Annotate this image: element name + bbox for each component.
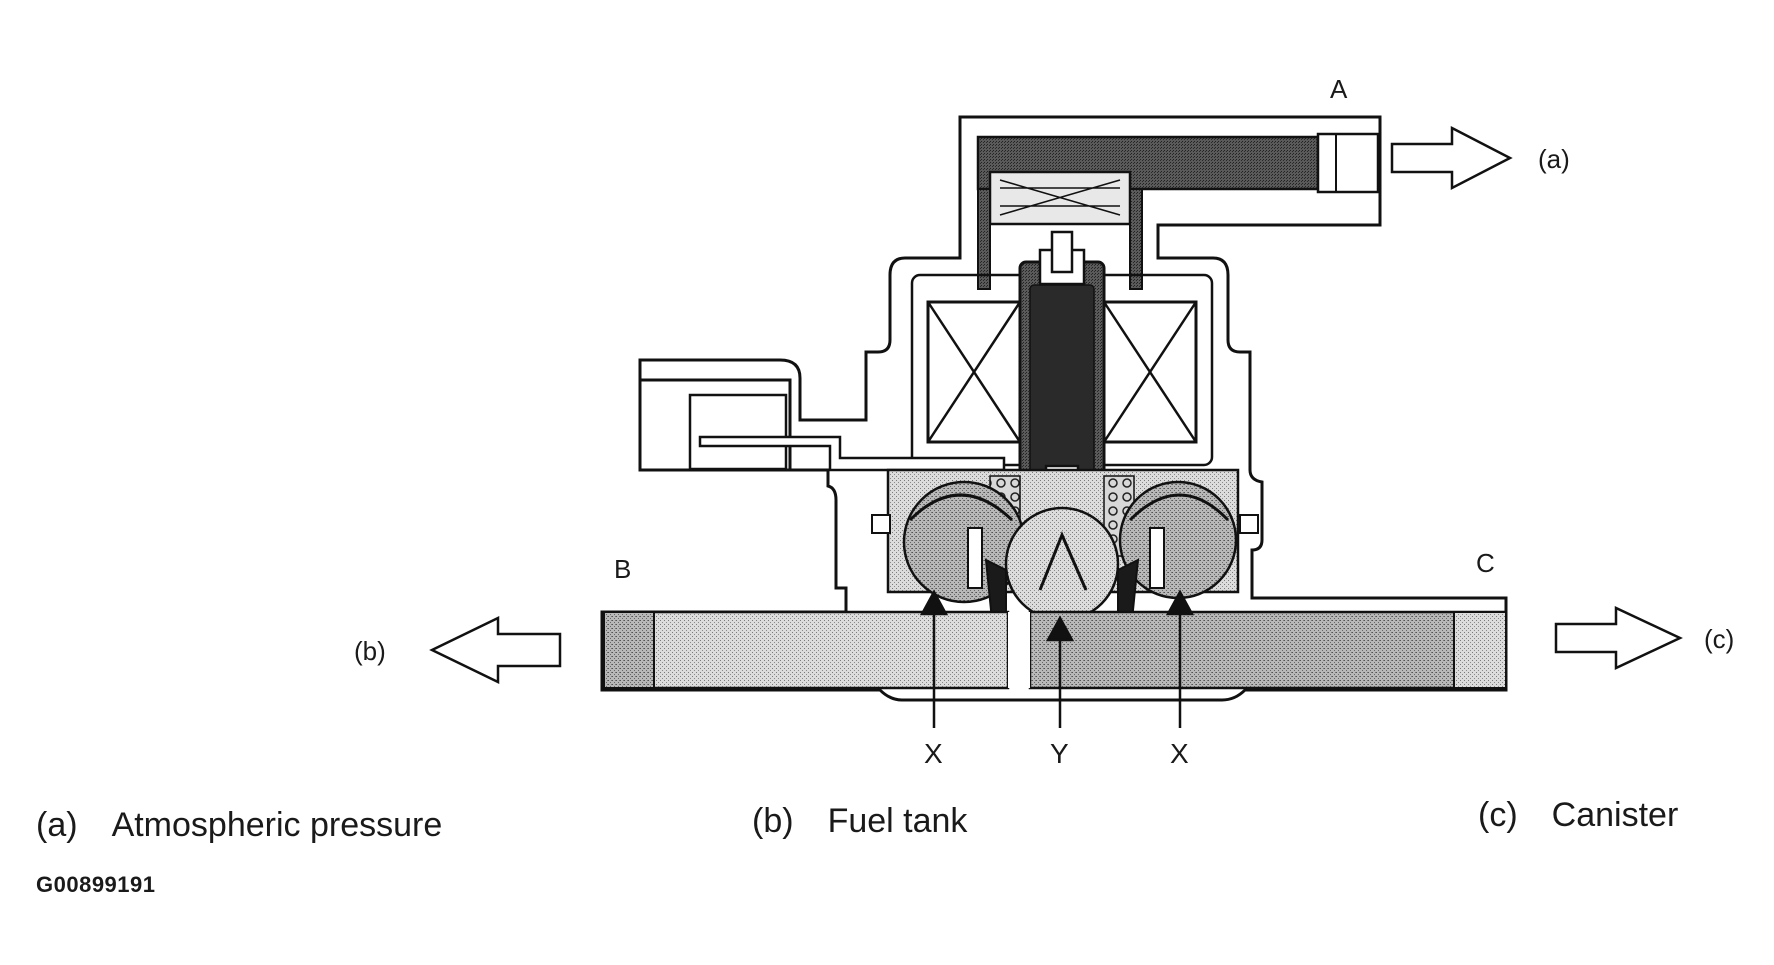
callout-x-right: X: [1170, 738, 1189, 769]
flow-label-b: (b): [354, 636, 386, 666]
callout-pointers: [919, 589, 1195, 728]
port-label-c: C: [1476, 548, 1495, 578]
right-check-valve: [1118, 480, 1238, 600]
flow-arrow-c: [1554, 606, 1683, 670]
legend-text-c: Canister: [1551, 796, 1679, 834]
callout-y: Y: [1050, 738, 1069, 769]
legend-code-a: (a): [36, 806, 78, 844]
housing-outline: [600, 115, 1508, 702]
legend-item-c: (c) Canister: [1478, 798, 1678, 832]
valve-body: [600, 115, 1508, 702]
legend-item-b: (b) Fuel tank: [752, 804, 967, 838]
canister-pipe: [1028, 610, 1508, 690]
legend-item-a: (a) Atmospheric pressure: [36, 808, 442, 842]
legend-code-c: (c): [1478, 796, 1518, 834]
figure-id: G00899191: [36, 872, 156, 897]
port-label-a: A: [1330, 74, 1348, 104]
port-label-b: B: [614, 554, 632, 584]
legend-text-b: Fuel tank: [827, 802, 968, 840]
flow-label-a: (a): [1538, 144, 1570, 174]
flow-label-c: (c): [1704, 624, 1735, 654]
center-diaphragm-valve: [1004, 506, 1120, 622]
callout-x-left: X: [924, 738, 943, 769]
fuel-tank-pipe: [602, 610, 1010, 690]
port-a-nozzle: [1316, 132, 1380, 194]
flow-arrow-b: [429, 616, 562, 684]
flow-arrow-a: [1390, 125, 1513, 191]
legend-text-a: Atmospheric pressure: [111, 806, 443, 844]
legend-code-b: (b): [752, 802, 794, 840]
